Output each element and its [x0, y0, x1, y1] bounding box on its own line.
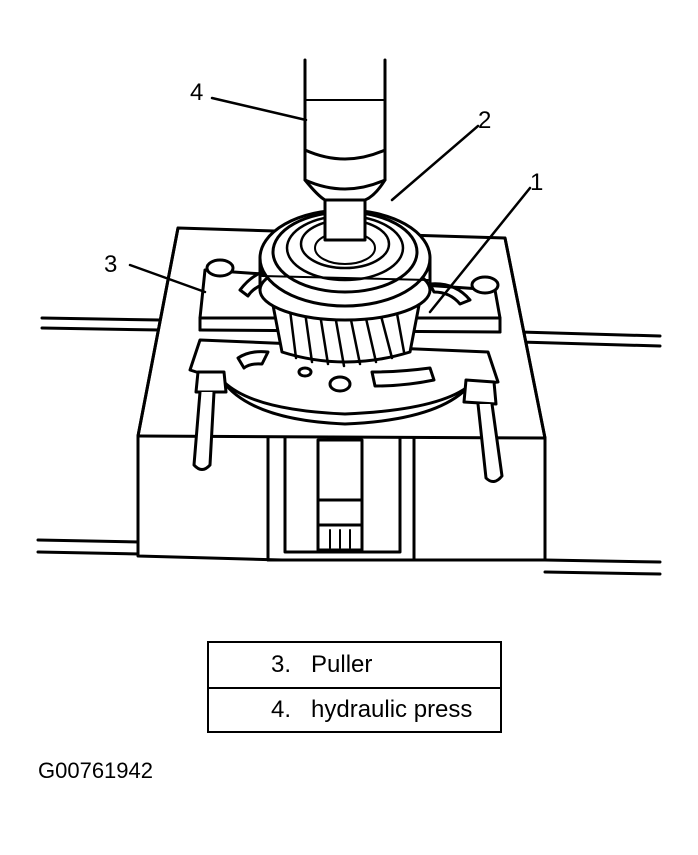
callout-2: 2 [478, 107, 491, 134]
legend-row: 4. hydraulic press [209, 687, 500, 731]
legend-label: hydraulic press [311, 696, 473, 723]
puller-press-illustration: 1 2 3 4 [36, 58, 662, 576]
legend-table: 3. Puller 4. hydraulic press [207, 641, 502, 733]
hydraulic-press-ram [303, 58, 387, 242]
legend-number: 3. [270, 651, 291, 678]
puller-bolt-left [192, 370, 228, 471]
base-rails [36, 316, 662, 576]
callout-3: 3 [104, 251, 117, 278]
callout-4: 4 [190, 79, 203, 106]
legend-row: 3. Puller [209, 643, 500, 687]
legend-label: Puller [311, 651, 373, 678]
puller-bolt-right [462, 378, 504, 483]
leader-lines [128, 96, 532, 314]
callout-1: 1 [530, 169, 543, 196]
figure-id: G00761942 [38, 758, 153, 783]
shaft [316, 438, 364, 552]
legend-number: 4. [270, 696, 291, 723]
